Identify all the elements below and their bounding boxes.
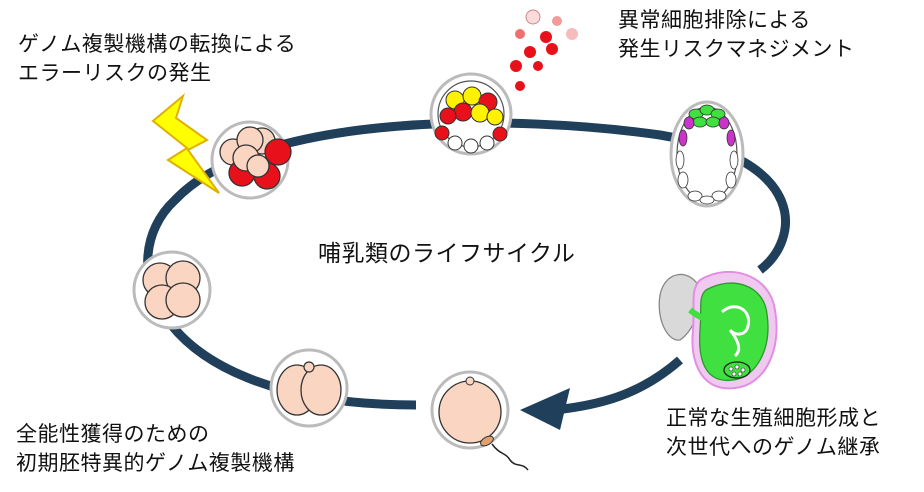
lightning-icon	[151, 93, 220, 194]
cell-elimination-line-2: 発生リスクマネジメント	[618, 37, 855, 61]
genome-error-line-1: ゲノム複製機構の転換による	[18, 32, 297, 56]
center-title: 哺乳類のライフサイクル	[318, 241, 576, 267]
blastocyst-mosaic	[429, 72, 513, 156]
germline-line-1: 正常な生殖細胞形成と	[666, 406, 881, 430]
embryo-8cell-error	[210, 120, 292, 200]
embryo-2cell	[269, 348, 349, 428]
totipotency-line-1: 全能性獲得のための	[16, 422, 210, 446]
genome-error-label: ゲノム複製機構の転換による エラーリスクの発生	[18, 30, 296, 88]
fetus-embryo	[658, 271, 778, 390]
germline-label: 正常な生殖細胞形成と 次世代へのゲノム継承	[666, 404, 881, 462]
lifecycle-cycle-arrow	[143, 118, 790, 410]
germline-line-2: 次世代へのゲノム継承	[666, 435, 881, 459]
cell-elimination-label: 異常細胞排除による 発生リスクマネジメント	[618, 6, 855, 64]
cycle-arrowhead	[520, 388, 570, 430]
totipotency-label: 全能性獲得のための 初期胚特異的ゲノム複製機構	[16, 420, 295, 478]
totipotency-line-2: 初期胚特異的ゲノム複製機構	[16, 451, 295, 475]
embryo-4cell	[132, 250, 212, 330]
zygote	[430, 370, 529, 471]
eliminated-cells	[510, 9, 578, 91]
lifecycle-cycle-arrow-lower	[554, 356, 683, 415]
egg-cylinder-embryo	[669, 100, 745, 208]
genome-error-line-2: エラーリスクの発生	[18, 61, 212, 85]
cell-elimination-line-1: 異常細胞排除による	[618, 8, 811, 32]
